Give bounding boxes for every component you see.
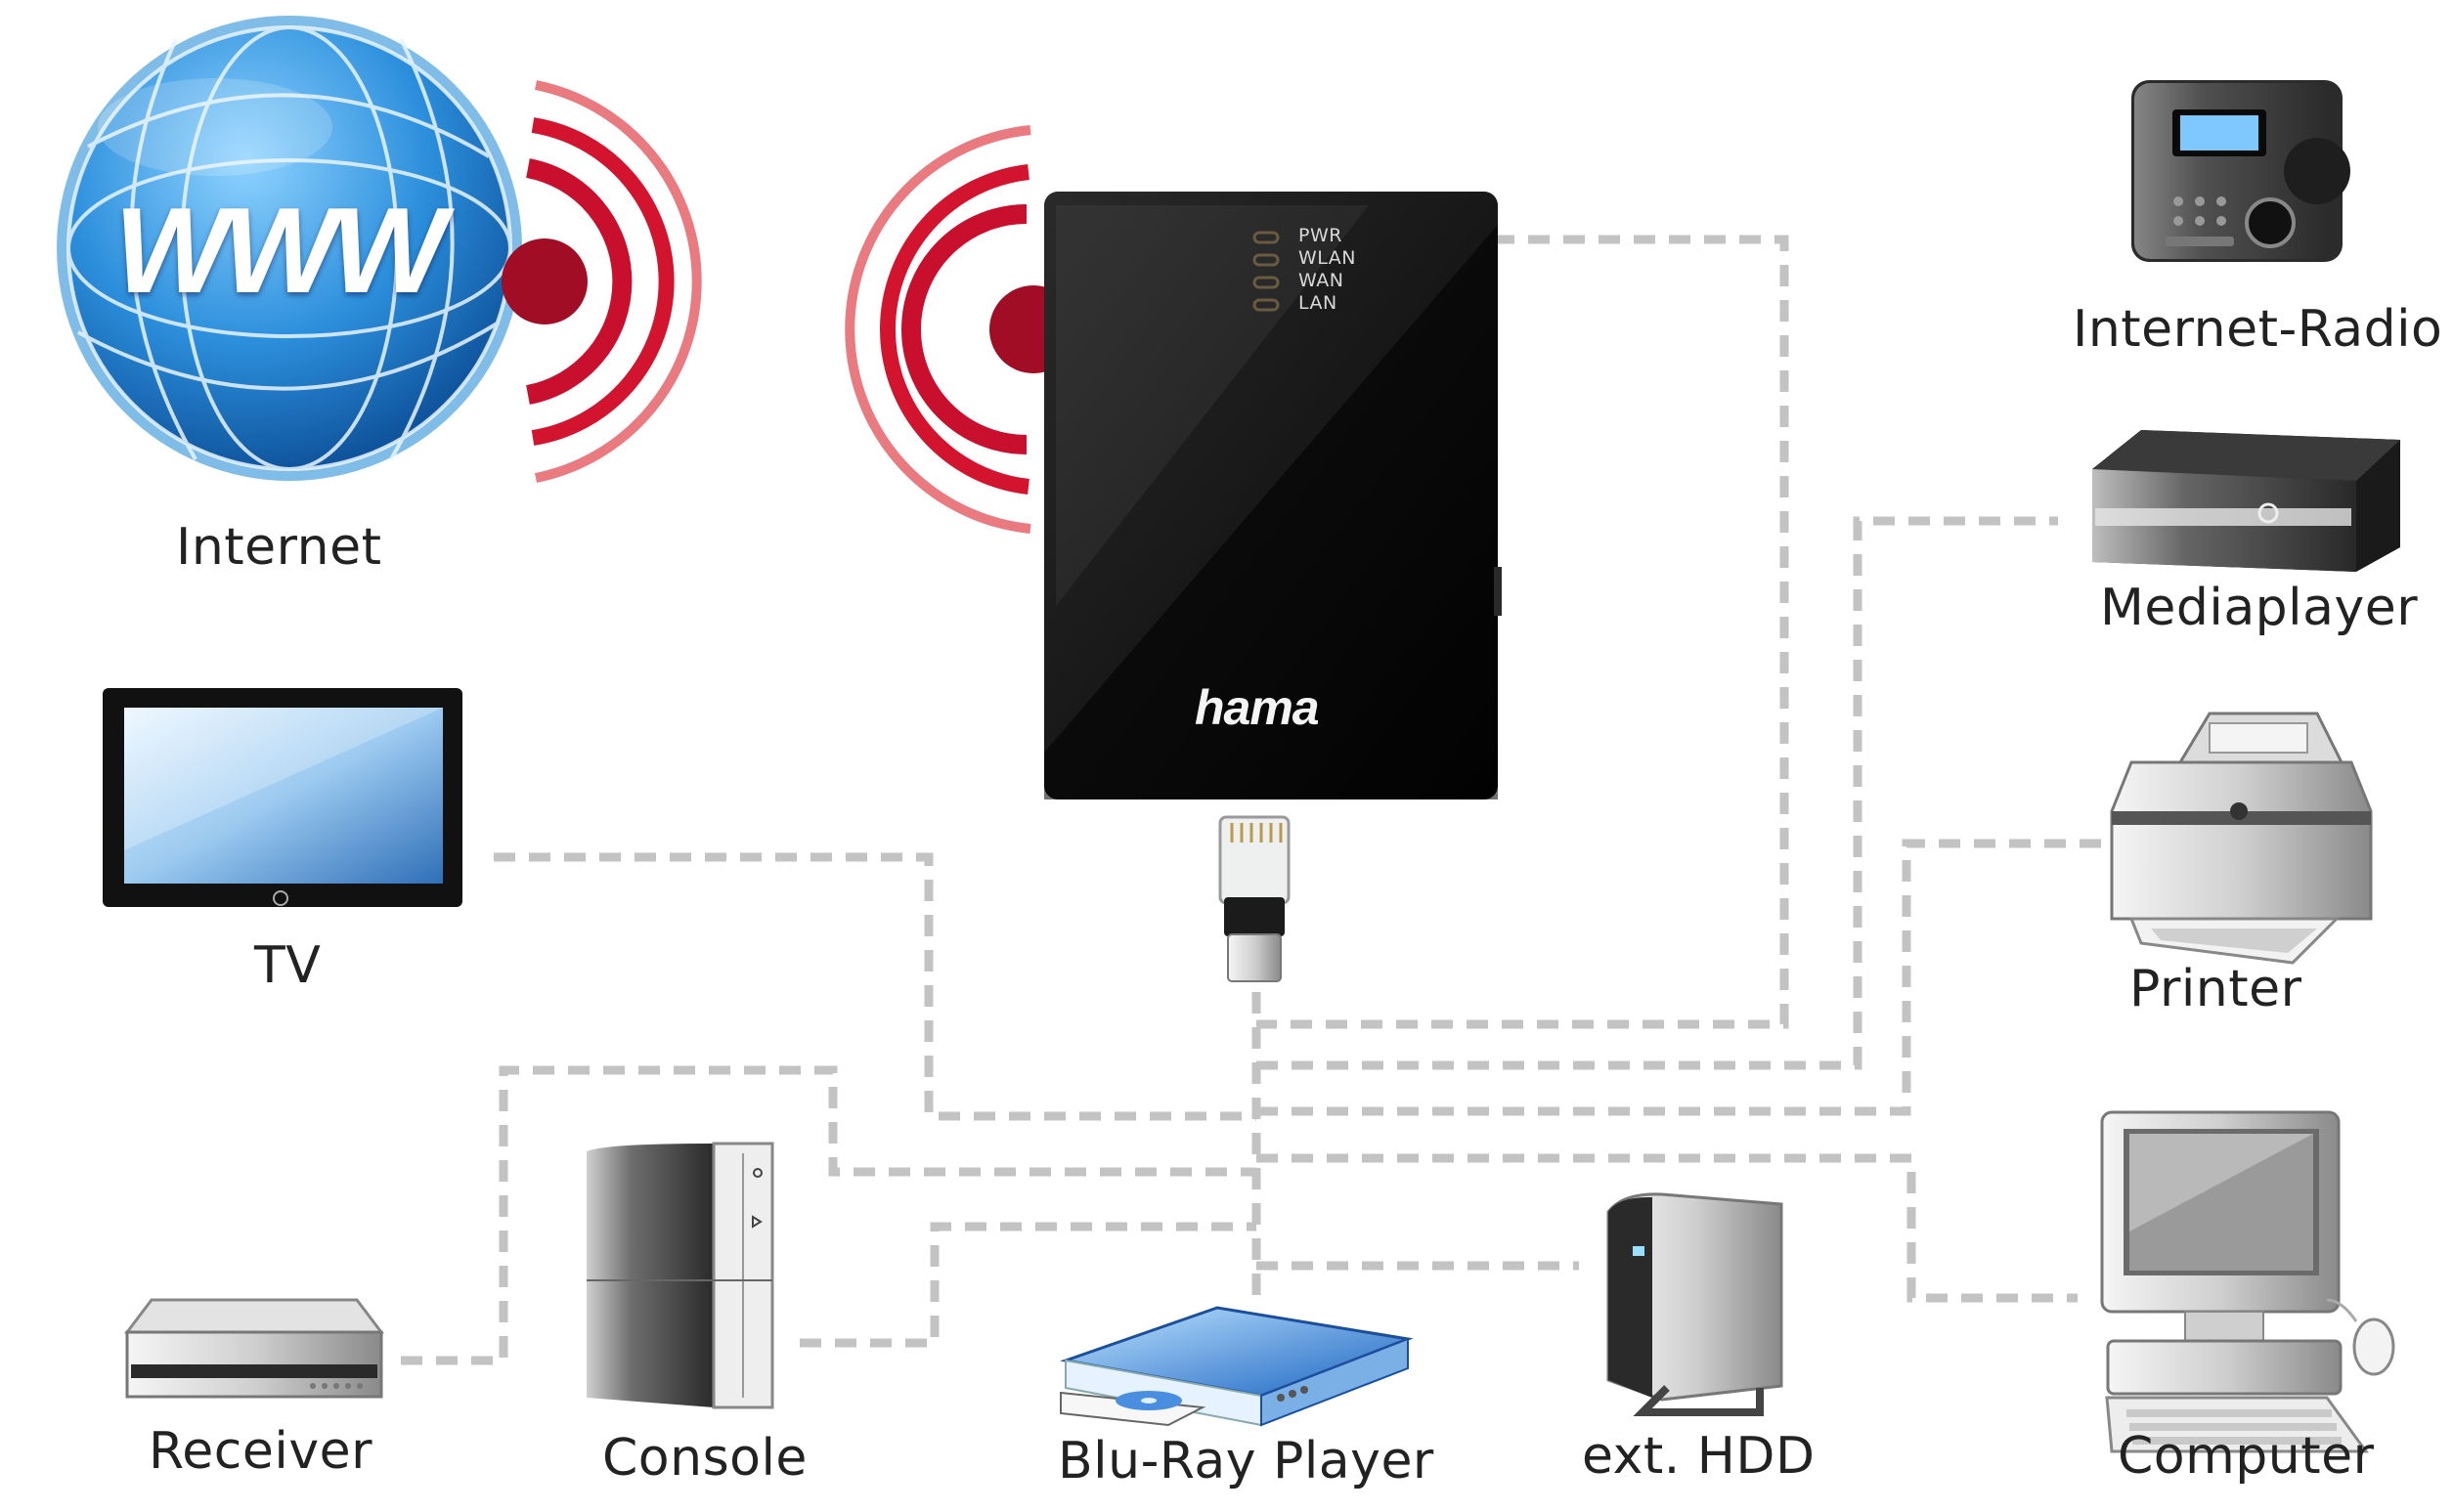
label-receiver: Receiver bbox=[149, 1422, 372, 1481]
printer-icon bbox=[2110, 712, 2373, 965]
wifi-signal-router-icon bbox=[845, 125, 1077, 534]
receiver-icon bbox=[123, 1298, 385, 1399]
internet-radio-icon bbox=[2131, 80, 2350, 262]
label-mediaplayer: Mediaplayer bbox=[2100, 579, 2419, 637]
led-label-lan: LAN bbox=[1298, 292, 1337, 314]
external-hdd-icon bbox=[1606, 1192, 1783, 1416]
wifi-signal-globe-icon bbox=[502, 80, 702, 483]
label-computer: Computer bbox=[2118, 1427, 2375, 1486]
label-internet-radio: Internet-Radio bbox=[2073, 300, 2443, 359]
cable-receiver bbox=[401, 1065, 1256, 1365]
tv-icon bbox=[103, 688, 462, 907]
led-label-wan: WAN bbox=[1298, 270, 1344, 291]
hama-logo: hama bbox=[1195, 680, 1320, 735]
hama-router bbox=[1044, 192, 1502, 799]
cable-printer bbox=[1256, 839, 2107, 1116]
ethernet-plug-icon bbox=[1218, 815, 1291, 982]
label-printer: Printer bbox=[2129, 960, 2302, 1018]
cable-internet-radio bbox=[1256, 235, 1789, 1029]
router-led-indicators bbox=[1252, 231, 1280, 312]
label-console: Console bbox=[602, 1429, 808, 1488]
cable-console bbox=[800, 1222, 1256, 1348]
computer-icon bbox=[2100, 1110, 2395, 1453]
label-hdd: ext. HDD bbox=[1582, 1427, 1816, 1486]
label-tv: TV bbox=[254, 936, 322, 995]
label-bluray: Blu-Ray Player bbox=[1058, 1432, 1434, 1490]
cable-tv bbox=[494, 852, 1256, 1121]
cable-computer bbox=[1256, 1153, 2078, 1303]
cable-group bbox=[401, 235, 2107, 1365]
led-label-wlan: WLAN bbox=[1298, 247, 1357, 269]
mediaplayer-icon bbox=[2092, 430, 2400, 572]
led-label-pwr: PWR bbox=[1298, 225, 1342, 246]
console-icon bbox=[587, 1142, 774, 1409]
cable-mediaplayer bbox=[1256, 516, 2058, 1070]
internet-globe bbox=[57, 16, 522, 481]
label-internet: Internet bbox=[176, 518, 382, 577]
www-globe-text: WWW bbox=[114, 184, 446, 319]
bluray-player-icon bbox=[1060, 1306, 1414, 1427]
